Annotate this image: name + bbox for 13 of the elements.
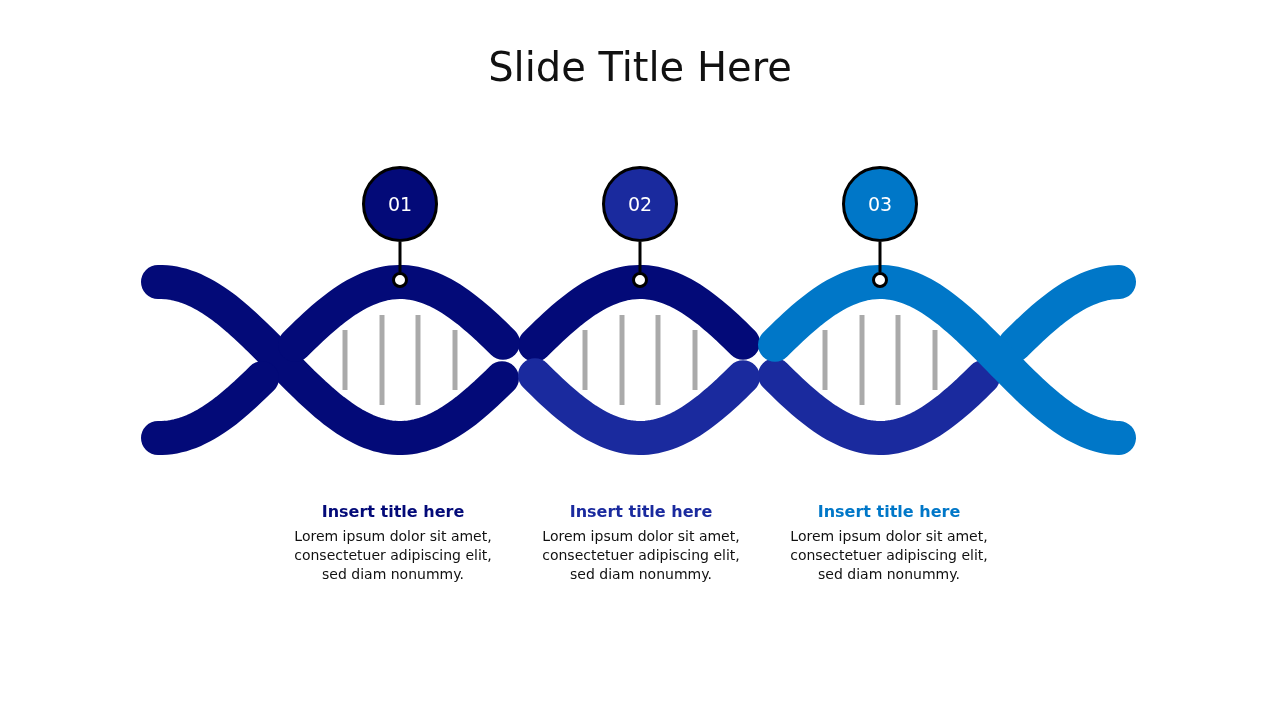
step-heading: Insert title here — [320, 502, 466, 521]
number-circle: 02 — [602, 166, 678, 242]
step-heading: Insert title here — [568, 502, 714, 521]
number-circle: 03 — [842, 166, 918, 242]
leader-line — [398, 242, 402, 272]
slide-title: Slide Title Here — [487, 44, 793, 90]
step-description: Lorem ipsum dolor sit amet, consectetuer adipiscing elit, sed diam nonummy. — [293, 527, 493, 584]
step-description: Lorem ipsum dolor sit amet, consectetuer adipiscing elit, sed diam nonummy. — [541, 527, 741, 584]
step-heading: Insert title here — [816, 502, 962, 521]
leader-line — [878, 242, 882, 272]
step-description: Lorem ipsum dolor sit amet, consectetuer adipiscing elit, sed diam nonummy. — [789, 527, 989, 584]
number-circle: 01 — [362, 166, 438, 242]
leader-line — [638, 242, 642, 272]
